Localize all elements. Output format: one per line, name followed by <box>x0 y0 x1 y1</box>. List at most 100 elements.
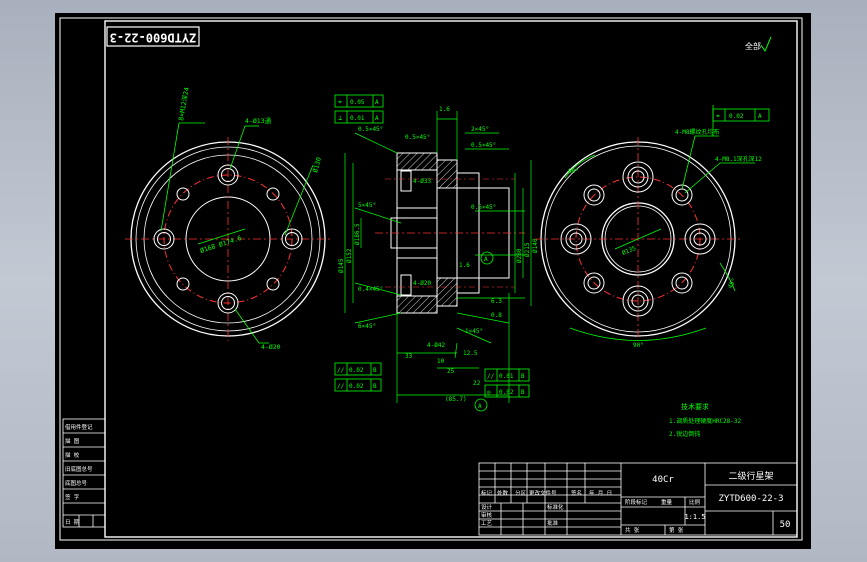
svg-text:6×45°: 6×45° <box>358 323 376 330</box>
svg-text:4-Ø20: 4-Ø20 <box>261 343 281 351</box>
page-number: 50 <box>780 520 791 530</box>
svg-text:0.4×45°: 0.4×45° <box>358 286 383 293</box>
svg-text:阶段标记: 阶段标记 <box>625 498 648 506</box>
svg-text:A: A <box>375 115 379 122</box>
svg-text:33: 33 <box>405 353 413 360</box>
svg-text:A: A <box>375 99 379 106</box>
side-table: 借用件登记 描 图 描 校 旧底图总号 底图总号 签 字 日 期 <box>62 418 106 528</box>
svg-text:分区: 分区 <box>515 489 527 497</box>
svg-text:Ø152: Ø152 <box>346 248 353 263</box>
svg-text:ZYTD600-22-3: ZYTD600-22-3 <box>110 31 197 45</box>
svg-text:0.01: 0.01 <box>499 373 514 380</box>
svg-text:60°: 60° <box>568 168 579 175</box>
svg-text:1.6: 1.6 <box>459 262 470 269</box>
part-number: ZYTD600-22-3 <box>718 494 783 504</box>
svg-text:日 期: 日 期 <box>65 519 80 526</box>
svg-text:共 张: 共 张 <box>625 526 640 534</box>
svg-text:4-Ø33: 4-Ø33 <box>413 178 431 185</box>
svg-text:0.01: 0.01 <box>350 115 365 122</box>
svg-text://: // <box>487 373 495 380</box>
sheet-inner-border <box>104 20 798 538</box>
svg-text:4-M8螺纹孔均布: 4-M8螺纹孔均布 <box>675 128 719 136</box>
svg-text:4-Ø42: 4-Ø42 <box>427 342 445 349</box>
svg-text:1×45°: 1×45° <box>465 328 483 335</box>
svg-text:2×45°: 2×45° <box>471 126 489 133</box>
svg-text:批准: 批准 <box>547 519 559 527</box>
upside-drawing-number: ZYTD600-22-3 <box>106 26 200 47</box>
svg-text:旧底图总号: 旧底图总号 <box>65 465 93 473</box>
svg-text:A: A <box>758 113 762 120</box>
svg-text:处数: 处数 <box>497 489 509 497</box>
svg-text:90°: 90° <box>633 342 644 349</box>
svg-text:Ø186.5: Ø186.5 <box>354 223 361 245</box>
tolerance-frame-2: ⊥ 0.01 A <box>334 110 384 124</box>
tolerance-frame-4: // 0.02 B <box>334 378 382 392</box>
svg-text:B: B <box>373 367 377 374</box>
svg-text:0.02: 0.02 <box>349 367 364 374</box>
svg-text:◎: ◎ <box>487 389 491 396</box>
svg-text:第 张: 第 张 <box>669 526 684 534</box>
drawing-canvas: ZYTD600-22-3 全部 8×M12深24 <box>59 17 803 541</box>
svg-text:Ø215: Ø215 <box>524 242 531 257</box>
svg-text:22: 22 <box>473 380 481 387</box>
svg-text:签 字: 签 字 <box>65 493 80 501</box>
left-view: 8×M12深24 4-Ø13通 Ø130 Ø168 Ø174.6 4-Ø20 <box>125 86 331 351</box>
svg-text:标准化: 标准化 <box>547 503 564 511</box>
sheet-outer-border <box>59 17 803 541</box>
tolerance-frame-3: // 0.02 B <box>334 362 382 376</box>
tech-requirements: 技术要求 1.调质处理硬度HRC28-32 2.锐边倒钝 <box>669 402 742 438</box>
right-view: ⌖ 0.02 A 4-M8螺纹孔均布 4-M8.1深孔深12 60° 90° 4… <box>535 105 770 349</box>
svg-text:0.05: 0.05 <box>350 99 365 106</box>
tolerance-frame-7: ⌖ 0.02 A <box>712 108 770 122</box>
svg-text:1.调质处理硬度HRC28-32: 1.调质处理硬度HRC28-32 <box>669 417 742 425</box>
svg-text:更改文件号: 更改文件号 <box>529 489 557 497</box>
svg-text:底图总号: 底图总号 <box>65 479 88 487</box>
svg-text:B: B <box>373 383 377 390</box>
svg-text:Ø130: Ø130 <box>311 156 323 173</box>
svg-text:0.5×45°: 0.5×45° <box>471 142 496 149</box>
svg-text://: // <box>337 367 345 374</box>
svg-text:设计: 设计 <box>481 503 493 511</box>
svg-text:审核: 审核 <box>481 511 493 519</box>
svg-text:0.02: 0.02 <box>729 113 744 120</box>
svg-text:B: B <box>521 373 525 380</box>
svg-text:2.锐边倒钝: 2.锐边倒钝 <box>669 430 700 438</box>
tolerance-frame-1: ⌖ 0.05 A <box>334 94 384 108</box>
svg-text:描 校: 描 校 <box>65 451 80 459</box>
svg-text:25: 25 <box>447 368 455 375</box>
svg-text:10: 10 <box>437 358 445 365</box>
svg-text:4-Ø13通: 4-Ø13通 <box>245 116 272 125</box>
svg-text:全部: 全部 <box>745 41 761 51</box>
svg-text:0.5×45°: 0.5×45° <box>471 204 496 211</box>
svg-text:重量: 重量 <box>661 498 673 506</box>
section-view: 0.5×45° 0.5×45° 1.6 Ø145 Ø152 Ø186.5 5×4… <box>334 94 539 412</box>
svg-text://: // <box>337 383 345 390</box>
scale-value: 1:1.5 <box>684 513 705 521</box>
svg-text:0.5×45°: 0.5×45° <box>405 134 430 141</box>
svg-text:技术要求: 技术要求 <box>681 402 709 411</box>
svg-text:4-Ø20: 4-Ø20 <box>413 280 431 287</box>
roughness-note: 全部 <box>745 36 772 53</box>
svg-text:8×M12深24: 8×M12深24 <box>176 86 191 121</box>
svg-text:⊥: ⊥ <box>338 114 342 122</box>
svg-text:描 图: 描 图 <box>65 437 80 445</box>
svg-text:年.月.日: 年.月.日 <box>589 489 612 497</box>
svg-text:借用件登记: 借用件登记 <box>65 423 93 431</box>
svg-text:(85.7): (85.7) <box>445 396 467 403</box>
svg-text:A: A <box>484 256 488 263</box>
tolerance-frame-5: // 0.01 B <box>484 368 530 382</box>
cad-viewport[interactable]: ZYTD600-22-3 全部 8×M12深24 <box>55 13 811 549</box>
svg-text:Ø135: Ø135 <box>621 245 637 257</box>
svg-text:标记: 标记 <box>481 489 493 497</box>
svg-text:5×45°: 5×45° <box>358 202 376 209</box>
svg-text:6.3: 6.3 <box>491 298 502 305</box>
material-label: 40Cr <box>652 475 674 485</box>
svg-text:工艺: 工艺 <box>481 520 493 527</box>
svg-text:1.6: 1.6 <box>439 106 450 113</box>
svg-text:45°: 45° <box>727 277 738 290</box>
svg-text:B: B <box>521 389 525 396</box>
svg-text:签名: 签名 <box>571 489 582 497</box>
svg-text:4-M8.1深孔深12: 4-M8.1深孔深12 <box>715 155 762 163</box>
part-title: 二级行星架 <box>728 470 773 482</box>
tolerance-frame-6: ◎ 0.02 B <box>484 384 530 398</box>
